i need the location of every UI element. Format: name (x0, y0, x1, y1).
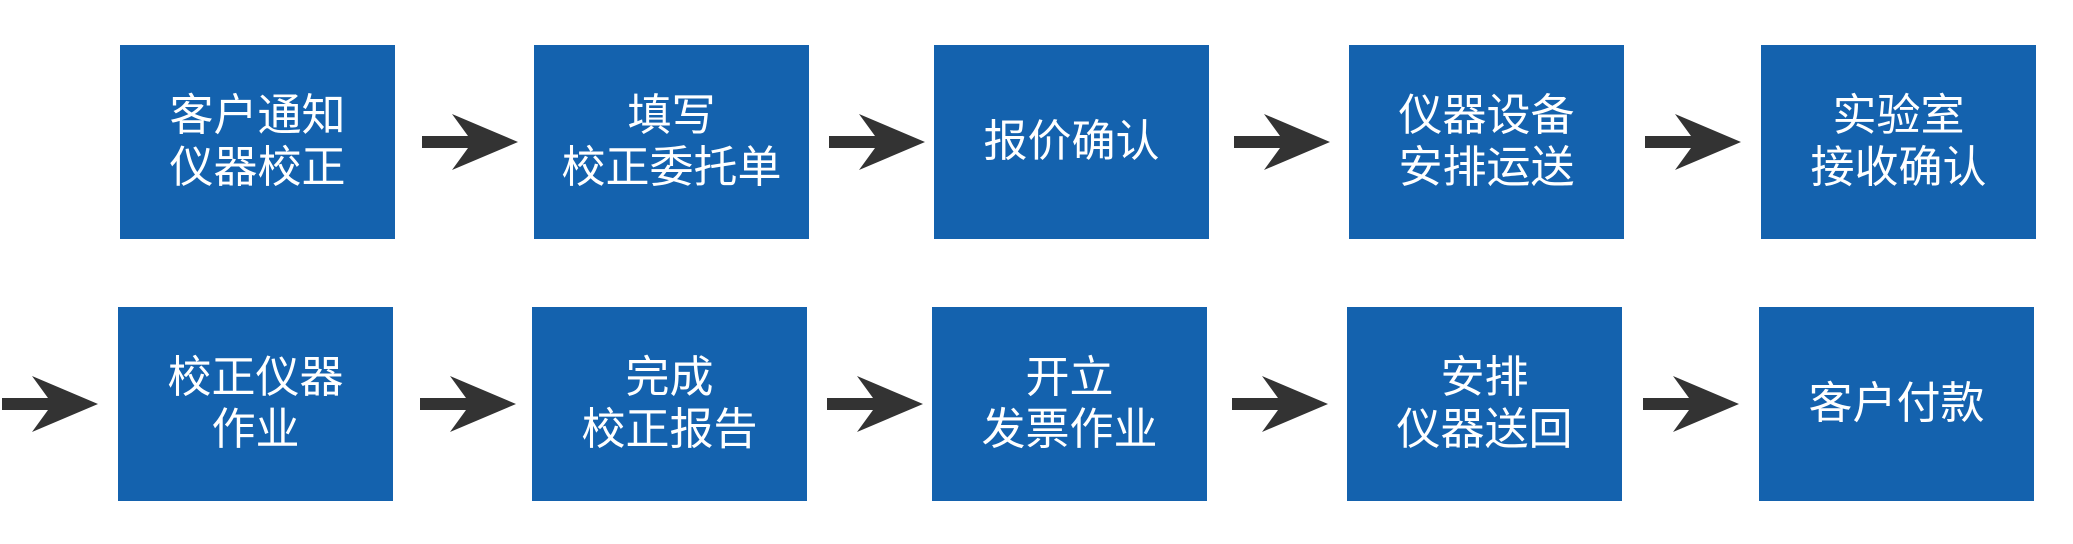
step-label-line: 校正委托单 (561, 142, 782, 193)
step-box-invoice: 开立 发票作业 (932, 307, 1207, 501)
step-box-complete-report: 完成 校正报告 (532, 307, 807, 501)
step-label-line: 完成 (625, 352, 714, 403)
right-arrow-icon (2, 374, 98, 434)
step-box-notify-calibration: 客户通知 仪器校正 (120, 45, 395, 239)
step-label-line: 报价确认 (983, 116, 1160, 167)
step-label-line: 开立 (1025, 352, 1114, 403)
step-label-line: 作业 (211, 404, 300, 455)
right-arrow-icon (1645, 112, 1741, 172)
step-label-line: 仪器送回 (1396, 404, 1573, 455)
step-box-arrange-shipping: 仪器设备 安排运送 (1349, 45, 1624, 239)
step-label-line: 仪器设备 (1398, 90, 1575, 141)
step-box-customer-payment: 客户付款 (1759, 307, 2034, 501)
right-arrow-icon (1232, 374, 1328, 434)
step-label-line: 仪器校正 (169, 142, 346, 193)
step-box-return-instrument: 安排 仪器送回 (1347, 307, 1622, 501)
right-arrow-icon (1643, 374, 1739, 434)
step-label-line: 填写 (627, 90, 716, 141)
right-arrow-icon (829, 112, 925, 172)
step-label-line: 校正仪器 (167, 352, 344, 403)
step-label-line: 发票作业 (981, 404, 1158, 455)
step-label-line: 客户付款 (1808, 378, 1985, 429)
right-arrow-icon (420, 374, 516, 434)
right-arrow-icon (1234, 112, 1330, 172)
right-arrow-icon (422, 112, 518, 172)
step-label-line: 安排 (1440, 352, 1529, 403)
step-label-line: 客户通知 (169, 90, 346, 141)
step-box-calibration-work: 校正仪器 作业 (118, 307, 393, 501)
step-box-quote-confirm: 报价确认 (934, 45, 1209, 239)
step-label-line: 实验室 (1832, 90, 1965, 141)
step-box-lab-receive: 实验室 接收确认 (1761, 45, 2036, 239)
step-label-line: 接收确认 (1810, 142, 1987, 193)
step-label-line: 校正报告 (581, 404, 758, 455)
right-arrow-icon (827, 374, 923, 434)
step-label-line: 安排运送 (1398, 142, 1575, 193)
step-box-fill-request: 填写 校正委托单 (534, 45, 809, 239)
